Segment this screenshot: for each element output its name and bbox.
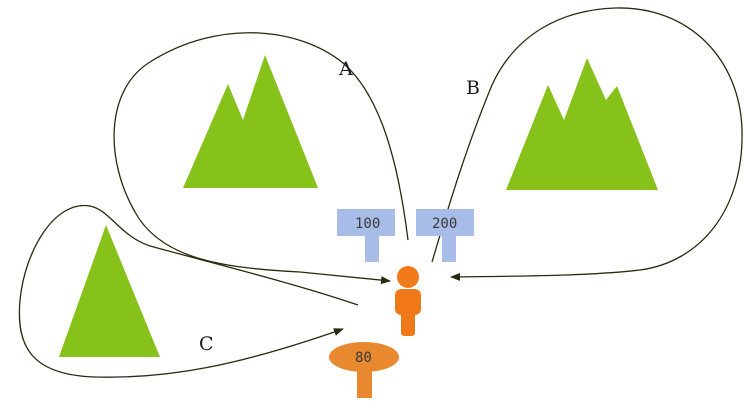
route-c-path: [18, 204, 359, 378]
route-b-label: B: [466, 77, 480, 99]
sign-route-c-value: 80: [355, 350, 372, 366]
route-c-label: C: [199, 333, 214, 355]
sign-route-b: 200: [416, 209, 474, 262]
sign-route-a-value: 100: [355, 216, 380, 232]
route-a-label: A: [338, 58, 353, 80]
mountain-center-icon: [183, 55, 318, 188]
sign-route-b-value: 200: [432, 216, 457, 232]
mountain-left-icon: [59, 225, 160, 357]
route-b-path: [431, 7, 743, 281]
route-a-path: [113, 32, 409, 285]
mountain-right-icon: [506, 58, 658, 190]
person-icon: [395, 266, 421, 336]
sign-route-a: 100: [337, 209, 395, 262]
sign-route-c: 80: [329, 342, 399, 398]
